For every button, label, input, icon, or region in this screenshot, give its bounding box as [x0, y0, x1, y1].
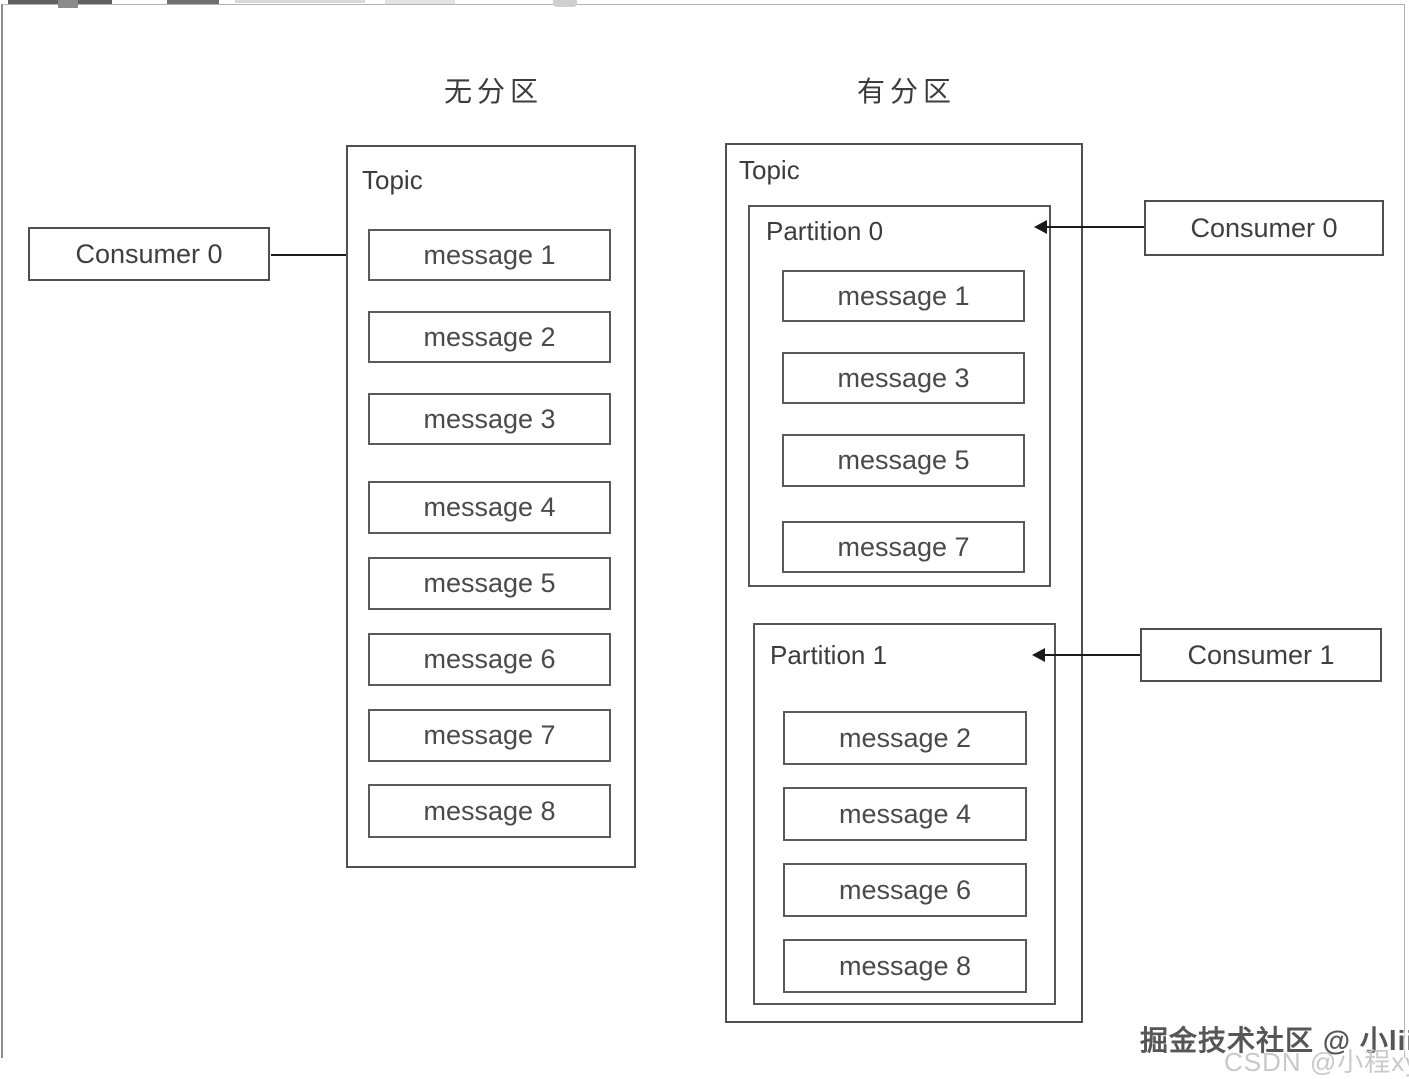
- left-message-6: message 6: [368, 633, 611, 686]
- left-message-1: message 1: [368, 229, 611, 281]
- arrow-head-consumer1-partition1: [1032, 648, 1045, 662]
- left-message-8: message 8: [368, 784, 611, 838]
- left-message-5: message 5: [368, 557, 611, 610]
- partition-1-message-4: message 4: [783, 787, 1027, 841]
- left-consumer-0-label: Consumer 0: [75, 238, 223, 269]
- partition-1-message-6: message 6: [783, 863, 1027, 917]
- watermark-csdn: CSDN @小程xy: [1224, 1047, 1409, 1077]
- partition-1-message-2: message 2: [783, 711, 1027, 765]
- screenshot-edge-artifact: [553, 0, 577, 7]
- right-column-title: 有分区: [857, 76, 957, 107]
- left-column-title: 无分区: [444, 76, 544, 107]
- partition-1-message-8: message 8: [783, 939, 1027, 993]
- left-message-7: message 7: [368, 709, 611, 762]
- partition-0-message-5: message 5: [782, 434, 1025, 487]
- right-consumer-1-box: Consumer 1: [1140, 628, 1382, 682]
- screenshot-edge-artifact: [58, 0, 78, 8]
- right-consumer-0-label: Consumer 0: [1190, 212, 1338, 243]
- arrow-line-left-consumer: [271, 254, 358, 256]
- partition-0-label: Partition 0: [766, 216, 884, 246]
- left-message-4: message 4: [368, 481, 611, 534]
- left-consumer-0-box: Consumer 0: [28, 227, 270, 281]
- left-topic-label: Topic: [362, 165, 423, 195]
- watermark-juejin: 掘金技术社区 @ 小liii: [1140, 1025, 1409, 1056]
- arrow-line-consumer0-partition0: [1046, 226, 1144, 228]
- screenshot-edge-artifact: [235, 0, 365, 3]
- arrow-line-consumer1-partition1: [1044, 654, 1140, 656]
- partition-0-message-1: message 1: [782, 270, 1025, 322]
- right-consumer-0-box: Consumer 0: [1144, 200, 1384, 256]
- partition-0-message-3: message 3: [782, 352, 1025, 404]
- left-message-3: message 3: [368, 393, 611, 445]
- right-topic-label: Topic: [739, 155, 800, 185]
- screenshot-frame-border: [1, 4, 1405, 1058]
- right-consumer-1-label: Consumer 1: [1187, 639, 1335, 670]
- partition-0-message-7: message 7: [782, 521, 1025, 573]
- arrow-head-consumer0-partition0: [1034, 220, 1047, 234]
- left-message-2: message 2: [368, 311, 611, 363]
- screenshot-edge-artifact: [167, 0, 219, 4]
- partition-1-label: Partition 1: [770, 640, 888, 670]
- screenshot-edge-artifact: [385, 0, 455, 4]
